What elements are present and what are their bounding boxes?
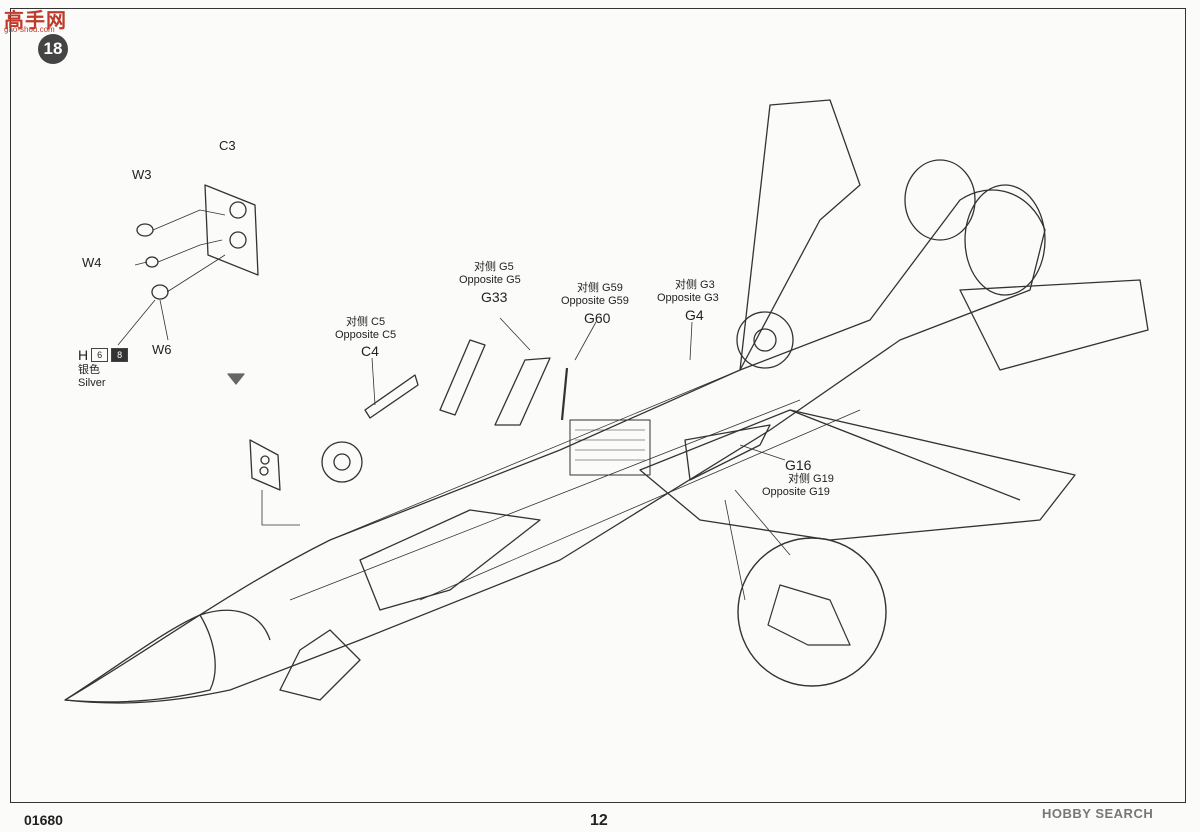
- label-g60-opp-en: Opposite G59: [561, 295, 629, 307]
- site-logo: 高手网: [4, 10, 67, 32]
- label-g4-opp-cn: 对侧 G3: [675, 279, 715, 291]
- part-c3-plate: [204, 184, 259, 276]
- part-w4-shape: [145, 256, 159, 268]
- label-g4: G4: [685, 307, 704, 323]
- paint-name-cn: 银色: [78, 364, 100, 376]
- horizontal-stabilizer: [959, 279, 1149, 371]
- tail-fin: [739, 99, 861, 371]
- nose-cone: [64, 614, 216, 703]
- watermark-text: HOBBY SEARCH: [1042, 806, 1154, 821]
- part-g16-shape: [684, 424, 771, 481]
- label-g60-opp-cn: 对侧 G59: [577, 282, 623, 294]
- part-panel-detached: [249, 439, 281, 491]
- part-w3-shape: [136, 223, 154, 237]
- paint-name-en: Silver: [78, 377, 106, 389]
- page-number: 12: [590, 812, 608, 829]
- label-g33: G33: [481, 289, 508, 305]
- label-g16-opp-en: Opposite G19: [762, 486, 830, 498]
- part-g33-shape: [494, 357, 551, 426]
- label-g16-opp-cn: 对侧 G19: [788, 473, 834, 485]
- paint-code: H 6 8: [78, 347, 129, 363]
- part-w6-shape: [151, 284, 169, 300]
- label-c3: C3: [219, 138, 236, 153]
- part-g5-shape: [439, 339, 486, 416]
- kit-code: 01680: [24, 812, 63, 828]
- main-wing: [639, 409, 1076, 541]
- label-g33-opp-en: Opposite G5: [459, 274, 521, 286]
- part-g60-shape: [560, 367, 569, 421]
- fuselage-outline: [64, 189, 1046, 704]
- step-number-badge: 18: [38, 34, 68, 64]
- label-c4: C4: [361, 343, 379, 359]
- paint-box-a: 6: [91, 348, 109, 362]
- label-w3: W3: [132, 167, 152, 182]
- label-w4: W4: [82, 255, 102, 270]
- detail-magnifier-circle: [737, 537, 887, 687]
- label-g60: G60: [584, 310, 611, 326]
- paint-box-b: 8: [111, 348, 129, 362]
- label-g33-opp-cn: 对侧 G5: [474, 261, 514, 273]
- part-c4-shape: [364, 374, 419, 419]
- paint-code-letter: H: [78, 347, 89, 363]
- label-w6: W6: [152, 342, 172, 357]
- site-logo-sub: gao-shou.com: [4, 25, 55, 34]
- label-g16: G16: [785, 457, 812, 473]
- label-c4-opp-en: Opposite C5: [335, 329, 397, 341]
- direction-arrow-icon: [227, 373, 245, 385]
- instruction-frame: [10, 8, 1186, 803]
- label-c4-opp-cn: 对侧 C5: [346, 316, 386, 328]
- label-g4-opp-en: Opposite G3: [657, 292, 719, 304]
